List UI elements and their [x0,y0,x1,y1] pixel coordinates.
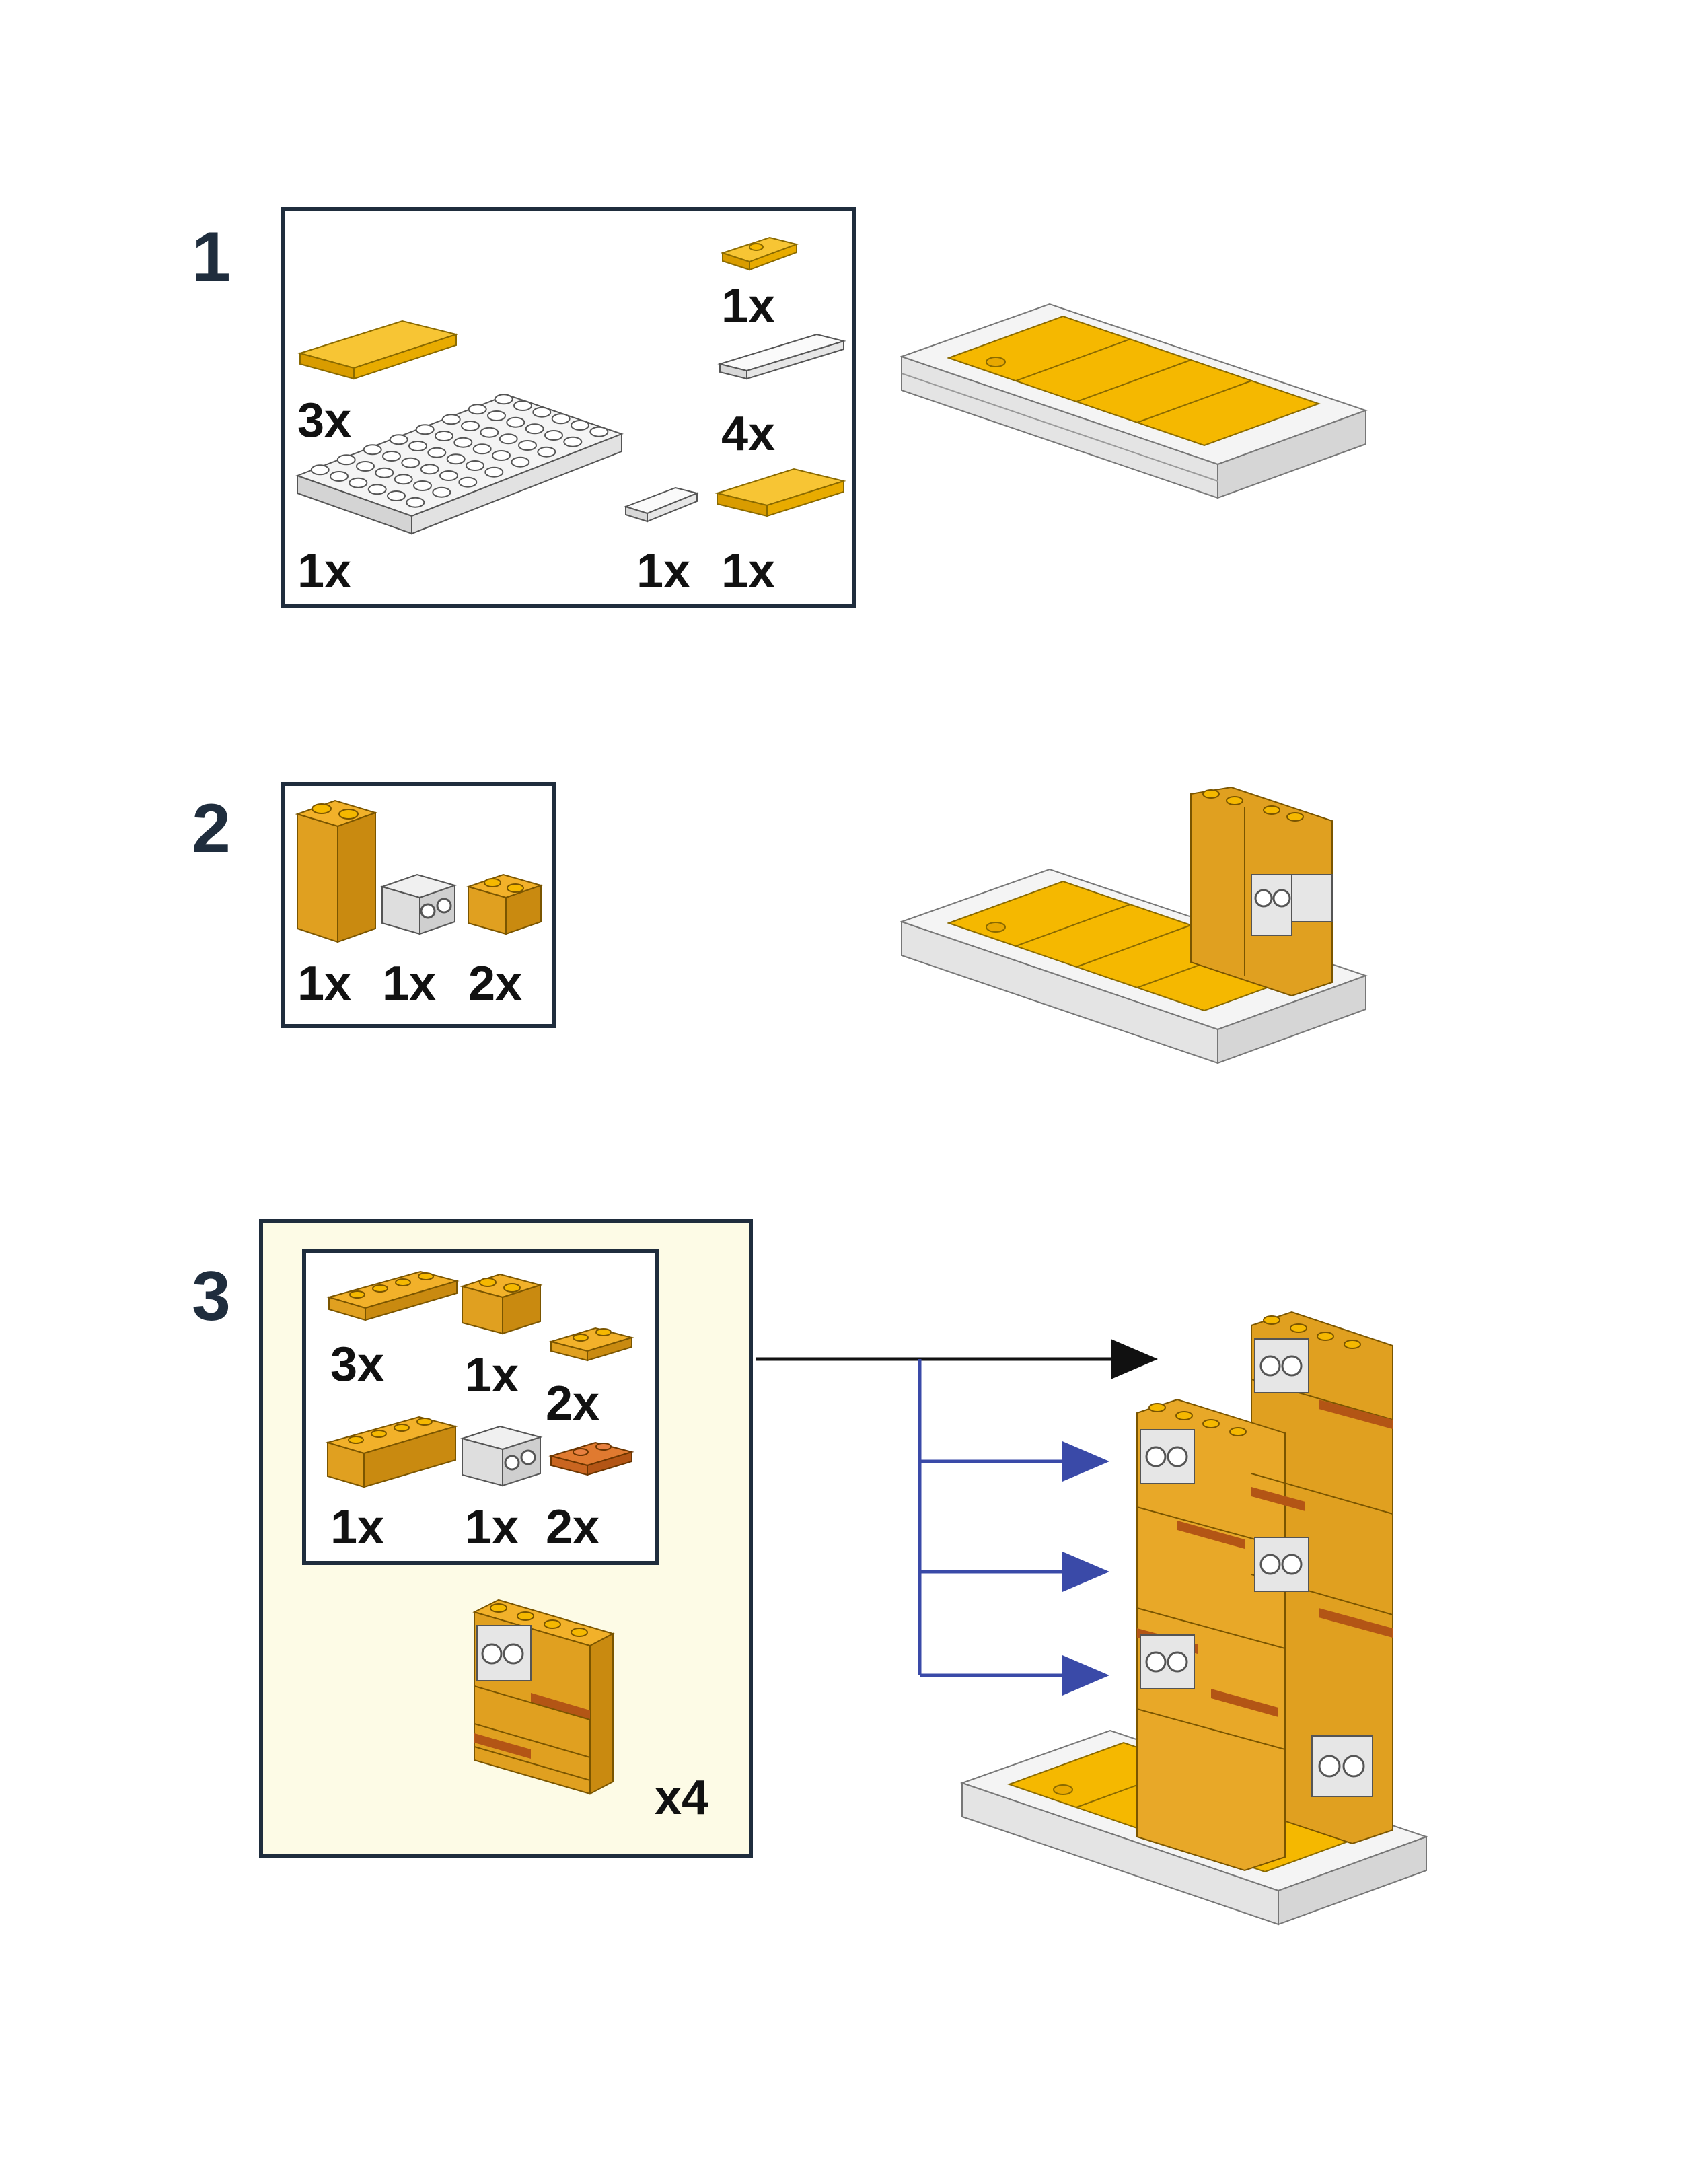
submodel-callout: 3x 1x 2x 1x [259,1219,753,1858]
part-qty: 3x [330,1338,385,1391]
yellow-tile-2x4-icon [297,320,459,380]
parts-list-step-2: 1x 1x 2x [281,782,556,1028]
parts-list-step-1: 1x 3x 4x 1x 1x 1x [281,207,856,608]
white-plate-6x8-icon [295,394,624,535]
stud-icon [432,486,451,498]
stud-icon [506,416,525,428]
step-number-2: 2 [192,790,231,868]
stud-icon [563,436,583,447]
dark-orange-plate-1x2-icon [548,1441,634,1476]
part-qty: 1x [465,1348,519,1402]
stud-icon [589,426,609,437]
part-qty: 1x [330,1500,385,1554]
stud-icon [532,406,552,418]
stud-icon [349,477,368,488]
step-number-1: 1 [192,218,231,296]
stud-icon [544,430,563,441]
stud-icon [382,451,401,462]
stud-icon [394,474,413,485]
stud-icon [310,464,330,476]
stud-icon [468,404,487,415]
orange-plate-1x2-icon [548,1327,634,1362]
stud-icon [406,497,425,508]
stud-icon [484,466,504,478]
parts-list-step-3: 3x 1x 2x 1x [302,1249,659,1565]
stud-icon [356,461,375,472]
part-qty: 2x [546,1377,600,1430]
part-qty: 1x [636,544,691,598]
orange-plate-1x4-icon [326,1270,460,1321]
part-qty: 1x [297,544,352,598]
stud-icon [472,443,492,455]
stud-icon [441,414,461,425]
stud-icon [435,431,453,441]
stud-icon [487,410,506,421]
step-3-assembly-icon [959,1311,1429,1926]
orange-brick-1x2-icon [466,873,544,935]
stud-icon [330,471,349,482]
white-technic-brick-icon [460,1425,543,1487]
step-1-assembly-icon [899,303,1368,499]
stud-icon [389,434,408,445]
orange-brick-1x2x3-icon [295,799,378,943]
stud-icon [415,424,435,435]
stud-icon [571,420,589,431]
stud-icon [413,480,432,491]
stud-icon [466,460,484,471]
part-qty: 1x [721,279,776,333]
step-number-3: 3 [192,1258,231,1336]
white-technic-brick-icon [379,873,458,935]
orange-brick-1x2-icon [460,1273,543,1335]
stud-icon [461,421,480,431]
step-2-assembly-icon [899,786,1368,1064]
white-tile-1x4-icon [717,333,846,380]
stud-icon [401,457,420,468]
stud-icon [518,440,537,451]
stud-icon [336,454,356,466]
orange-brick-1x4-icon [325,1416,458,1488]
stud-icon [427,447,447,458]
stud-icon [494,394,513,405]
submodel-multiplier: x4 [655,1771,709,1825]
part-qty: 2x [546,1500,600,1554]
part-qty: 3x [297,394,352,447]
wall-submodel-icon [472,1599,615,1795]
part-qty: 4x [721,407,776,461]
stud-icon [367,484,387,495]
stud-icon [408,441,427,451]
placement-arrows-icon [756,1339,1158,1696]
yellow-tile-1x2-with-stud-icon [720,236,799,271]
stud-icon [446,453,466,465]
stud-icon [513,400,532,411]
part-qty: 2x [468,957,523,1011]
stud-icon [420,464,439,475]
stud-icon [511,456,530,468]
yellow-tile-2x4-icon [715,468,846,517]
stud-icon [525,423,544,435]
stud-icon [492,450,511,461]
stud-icon [480,427,499,438]
stud-icon [499,433,518,445]
stud-icon [458,476,478,488]
part-qty: 1x [465,1500,519,1554]
stud-icon [363,444,382,456]
stud-icon [551,413,571,425]
part-qty: 1x [721,544,776,598]
stud-icon [387,490,406,501]
stud-icon [375,467,394,478]
part-qty: 1x [382,957,437,1011]
stud-icon [439,470,458,481]
white-tile-1x2-icon [623,486,700,523]
part-qty: 1x [297,957,352,1011]
stud-icon [453,437,473,448]
stud-icon [537,446,556,458]
